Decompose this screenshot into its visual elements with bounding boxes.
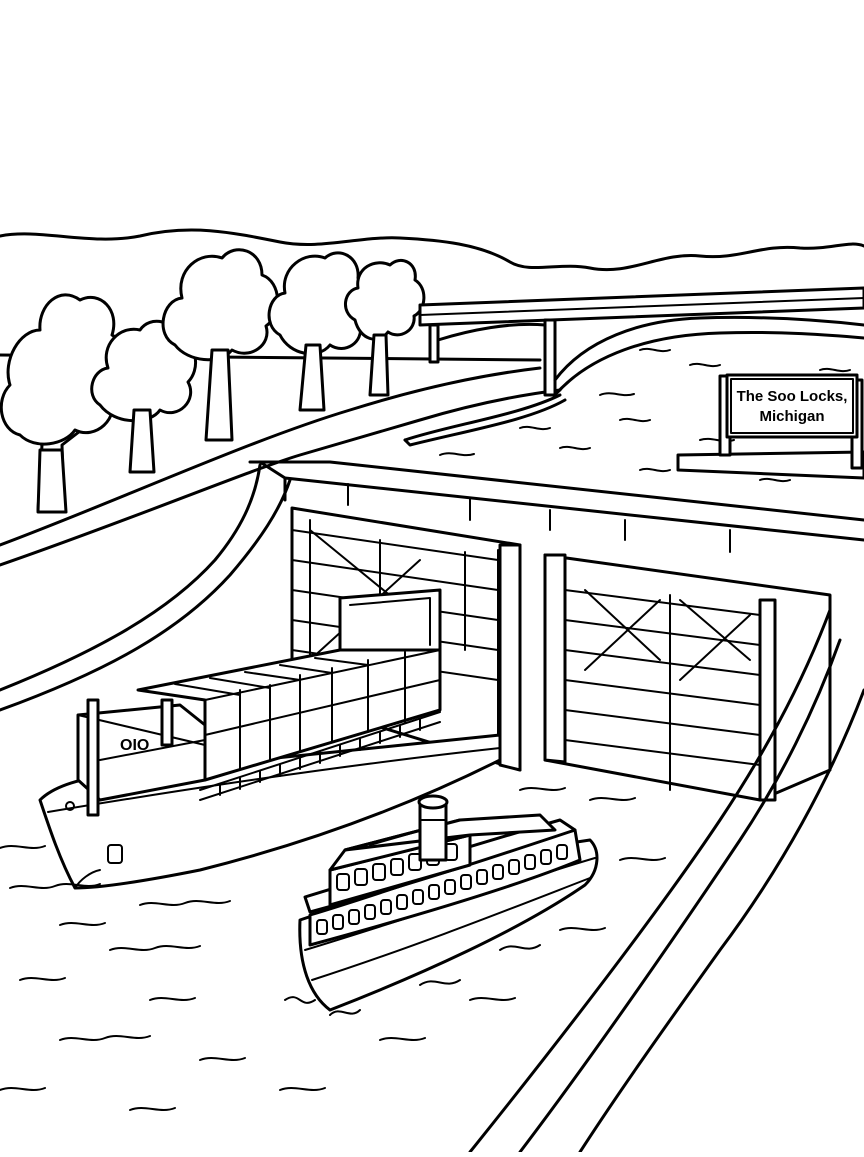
sign-line-2: Michigan <box>759 408 824 425</box>
tree-1 <box>0 293 128 514</box>
tree-4 <box>267 251 373 412</box>
distant-hills <box>0 228 864 272</box>
tree-3 <box>161 248 279 442</box>
lock-deck-front <box>258 460 287 502</box>
canal-wall-right <box>468 608 832 1154</box>
deck-joints <box>347 483 731 553</box>
overpass-bridge <box>418 286 864 397</box>
ship-marking: OIO <box>120 737 149 754</box>
lock-deck-top-2 <box>283 476 864 542</box>
tree-2 <box>90 319 197 474</box>
canal-wall-right-2 <box>518 638 842 1154</box>
lower-water-ripples <box>0 787 666 1111</box>
canal-wall-right-3 <box>578 688 864 1154</box>
sign-board <box>725 373 859 439</box>
ferry-boat <box>284 794 599 1016</box>
lock-deck-top <box>248 460 864 522</box>
lower-windows <box>316 844 568 935</box>
left-bank-upper <box>0 366 542 547</box>
upper-canal-edge <box>403 393 562 442</box>
location-sign: The Soo Locks, Michigan <box>676 373 864 480</box>
cargo-ship: OIO <box>38 588 502 890</box>
canal-wall-left-lower <box>0 478 292 712</box>
lock-gate-right <box>543 553 832 802</box>
sign-line-1: The Soo Locks, <box>737 388 848 405</box>
upper-canal-edge-2 <box>403 398 567 447</box>
left-bank-lower <box>0 388 562 567</box>
canal-wall-left <box>0 463 262 692</box>
tree-5 <box>344 259 426 397</box>
